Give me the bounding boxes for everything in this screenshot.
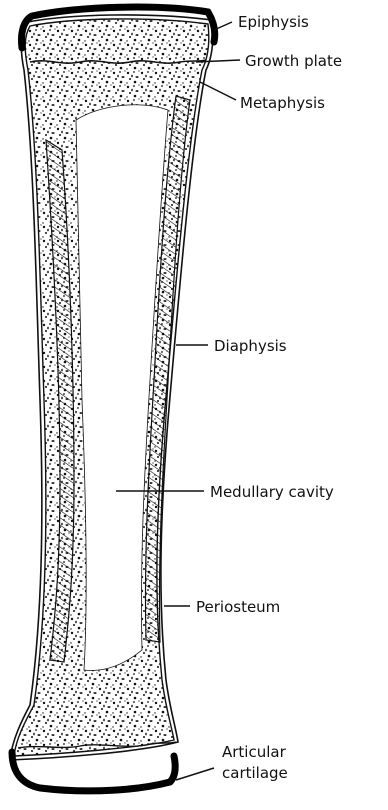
label-periosteum: Periosteum (196, 598, 280, 616)
label-epiphysis: Epiphysis (238, 13, 309, 31)
label-metaphysis: Metaphysis (240, 94, 325, 112)
label-articular-cartilage-1: Articular (222, 743, 287, 761)
articular-cartilage-bottom (12, 752, 175, 791)
label-articular-cartilage-2: cartilage (222, 764, 288, 782)
label-growth-plate: Growth plate (245, 52, 342, 70)
metaphysis-leader (200, 82, 236, 100)
label-medullary-cavity: Medullary cavity (210, 483, 334, 501)
articular-cartilage-leader (176, 768, 214, 780)
label-diaphysis: Diaphysis (214, 337, 287, 355)
